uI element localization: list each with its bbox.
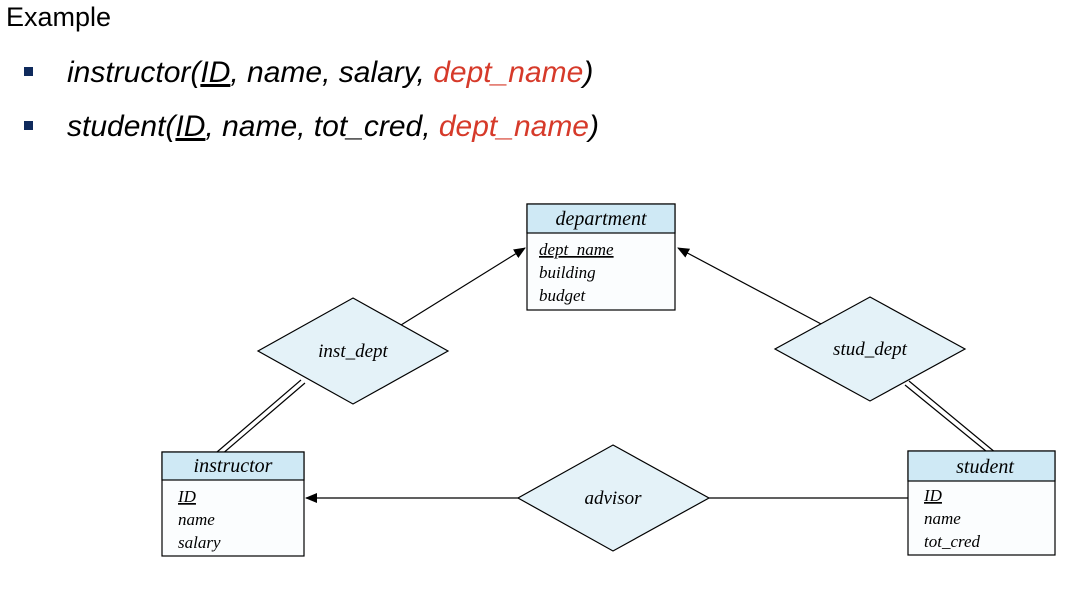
student-stud-dept-total-line [904,384,993,457]
schema-instructor: instructor(ID, name, salary, dept_name) [24,56,593,90]
instructor-inst-dept-total-line [220,382,306,456]
primary-key: ID [175,110,206,143]
entity-key-attribute: ID [923,486,943,505]
entity-student: student ID name tot_cred [907,450,1056,556]
bullet-square-icon [24,66,33,76]
relationship-stud-dept: stud_dept [773,296,967,402]
slide-heading: Example [6,2,112,32]
relation-name: student [67,110,166,143]
entity-key-attribute: dept_name [539,240,614,259]
relationship-label: advisor [585,488,643,509]
relation-name: instructor [67,56,191,89]
stud-dept-to-department-arrow [677,247,824,326]
entity-name: student [956,456,1014,478]
student-stud-dept-total-line [908,380,997,454]
bullet-square-icon [24,120,33,130]
instructor-inst-dept-total-line [216,379,302,453]
entity-key-attribute: ID [177,487,197,506]
schema-student: student(ID, name, tot_cred, dept_name) [24,110,599,144]
primary-key: ID [200,56,231,89]
attribute-list: , name, salary, [230,56,434,89]
entity-name: department [555,208,647,230]
foreign-key: dept_name [433,56,584,89]
entity-attribute: tot_cred [924,532,981,551]
entity-attribute: building [539,263,596,282]
inst-dept-to-department-arrow [400,247,526,326]
relationship-advisor: advisor [516,444,711,552]
entity-attribute: salary [178,533,221,552]
relationship-label: inst_dept [318,341,388,362]
entity-attribute: name [924,509,961,528]
foreign-key: dept_name [438,110,589,143]
relationship-label: stud_dept [833,339,908,360]
entity-attribute: name [178,510,215,529]
entity-instructor: instructor ID name salary [161,451,305,557]
relationship-inst-dept: inst_dept [256,297,450,405]
entity-attribute: budget [539,286,587,305]
attribute-list: , name, tot_cred, [205,110,439,143]
entity-name: instructor [194,455,273,477]
entity-department: department dept_name building budget [526,203,676,311]
